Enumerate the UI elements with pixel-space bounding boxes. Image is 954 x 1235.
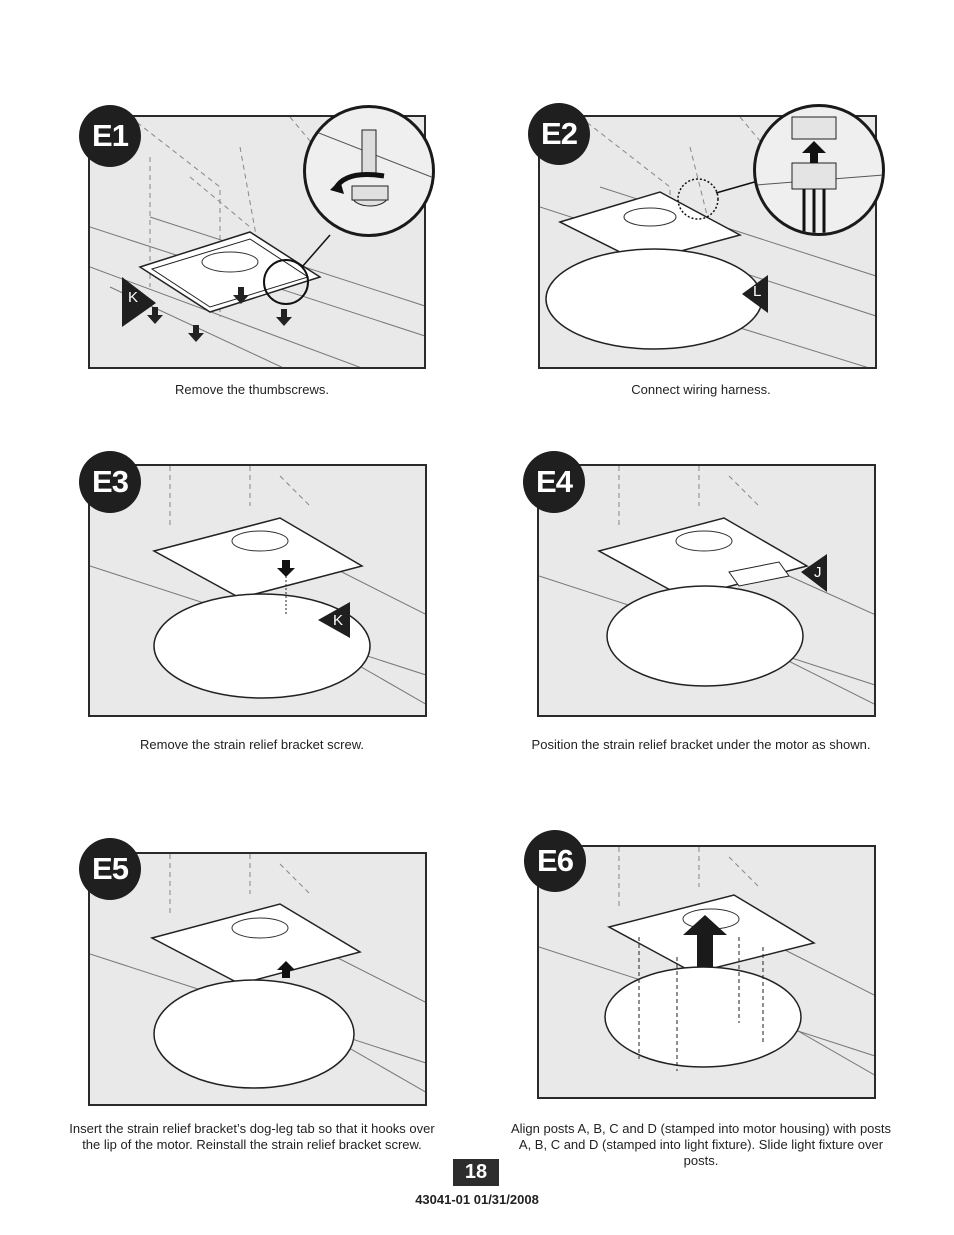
e5-drawing [90, 854, 425, 1093]
step-e4-illustration: J [537, 464, 876, 717]
step-e6-badge: E6 [524, 830, 586, 892]
step-e4-badge: E4 [523, 451, 585, 513]
step-e5-badge: E5 [79, 838, 141, 900]
step-e6-caption: Align posts A, B, C and D (stamped into … [510, 1121, 892, 1168]
step-e3-caption: Remove the strain relief bracket screw. [140, 737, 364, 752]
step-e3-illustration: K [88, 464, 427, 717]
connector-detail [756, 116, 882, 233]
callout-k: K [128, 289, 139, 306]
e2-detail-inset [753, 104, 885, 236]
callout-j: J [814, 564, 822, 581]
callout-k: K [333, 612, 344, 629]
step-e4-caption: Position the strain relief bracket under… [531, 737, 871, 752]
callout-l: L [753, 283, 762, 300]
e2-drawing [540, 117, 875, 367]
step-e5-illustration [88, 852, 427, 1106]
step-e3-badge: E3 [79, 451, 141, 513]
step-e2-illustration: L [538, 115, 877, 369]
e6-drawing [539, 847, 874, 1076]
e1-drawing [90, 117, 424, 367]
step-e2-caption: Connect wiring harness. [631, 382, 771, 397]
step-e5-caption: Insert the strain relief bracket’s dog-l… [69, 1121, 435, 1152]
e3-drawing [90, 466, 425, 705]
step-e2-badge: E2 [528, 103, 590, 165]
step-e1-badge: E1 [79, 105, 141, 167]
document-id: 43041-01 01/31/2008 [415, 1192, 539, 1207]
e4-drawing [539, 466, 874, 705]
step-e1-caption: Remove the thumbscrews. [175, 382, 329, 397]
step-e6-illustration [537, 845, 876, 1099]
page-number: 18 [453, 1159, 499, 1186]
thumbscrew-detail [306, 127, 432, 207]
e1-detail-inset [303, 105, 435, 237]
